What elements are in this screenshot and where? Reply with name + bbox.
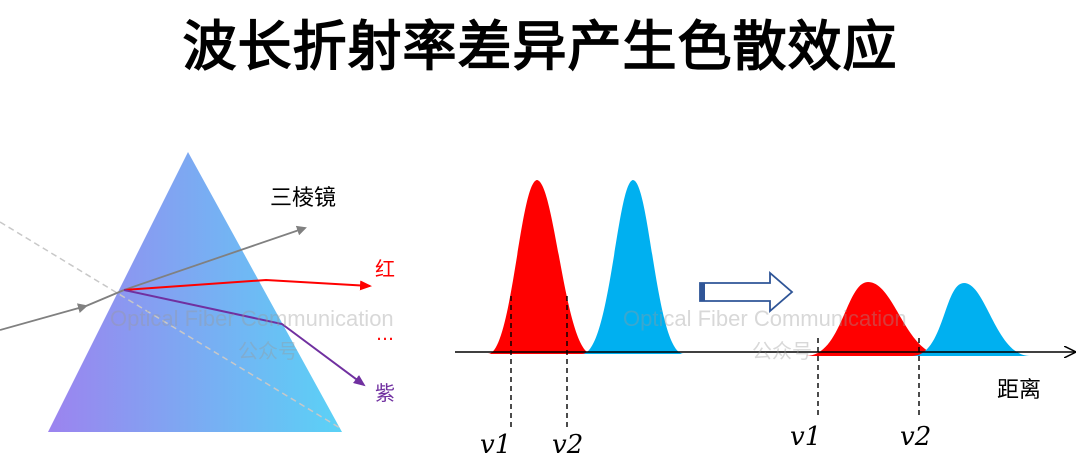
watermark-left: Optical Fiber Communication 公众号 [110, 306, 394, 363]
v1-label-after: v1 [790, 422, 821, 452]
blue-pulse-after [912, 283, 1030, 356]
v1-label-before: v1 [480, 430, 511, 460]
v2-label-before: v2 [552, 430, 583, 460]
red-ray [123, 278, 372, 291]
distance-label: 距离 [997, 378, 1041, 403]
red-label: 红 [375, 257, 395, 281]
prism-label: 三棱镜 [270, 186, 336, 211]
svg-text:Optical Fiber Communication: Optical Fiber Communication [110, 306, 394, 331]
incident-ray [0, 303, 88, 331]
violet-ray [123, 289, 366, 387]
svg-text:公众号: 公众号 [752, 339, 812, 363]
svg-text:公众号: 公众号 [238, 339, 298, 363]
red-pulse-after [806, 282, 945, 356]
violet-label: 紫 [375, 381, 395, 405]
prism-triangle [48, 152, 342, 432]
watermark-right: Optical Fiber Communication 公众号 [623, 306, 907, 363]
incident-ray-continuation [85, 289, 125, 307]
normal-dashed-line [0, 221, 341, 429]
blue-pulse-before [582, 180, 684, 354]
v2-label-after: v2 [900, 422, 931, 452]
undeviated-ray [123, 225, 307, 291]
svg-text:Optical Fiber Communication: Optical Fiber Communication [623, 306, 907, 331]
ellipsis-label: … [376, 324, 394, 345]
page-title: 波长折射率差异产生色散效应 [182, 15, 898, 78]
transition-arrow [699, 271, 794, 313]
red-pulse-before [488, 180, 592, 354]
